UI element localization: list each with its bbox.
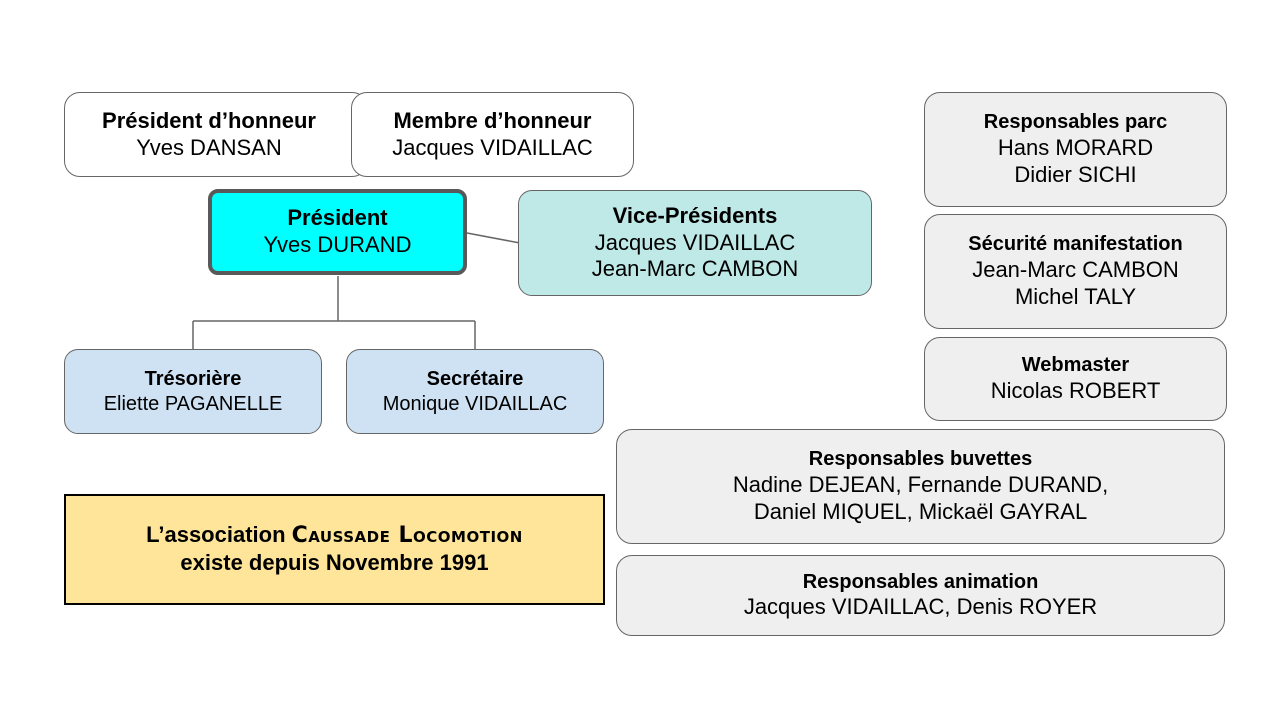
honorary-president-title: Président d’honneur	[102, 107, 316, 133]
bar-managers-line-2: Daniel MIQUEL, Mickaël GAYRAL	[753, 498, 1088, 524]
vice-president-name-2: Jean-Marc CAMBON	[591, 256, 799, 282]
treasurer-title: Trésorière	[144, 368, 242, 391]
webmaster-name: Nicolas ROBERT	[990, 377, 1161, 403]
president-name: Yves DURAND	[263, 232, 412, 257]
treasurer-box: Trésorière Eliette PAGANELLE	[64, 349, 322, 434]
park-manager-name-1: Hans MORARD	[997, 134, 1154, 160]
park-managers-title: Responsables parc	[983, 111, 1168, 134]
association-line-2: existe depuis Novembre 1991	[180, 550, 489, 575]
animation-managers-line: Jacques VIDAILLAC, Denis ROYER	[743, 594, 1098, 620]
webmaster-box: Webmaster Nicolas ROBERT	[924, 337, 1227, 421]
honorary-member-box: Membre d’honneur Jacques VIDAILLAC	[351, 92, 634, 177]
event-security-box: Sécurité manifestation Jean-Marc CAMBON …	[924, 214, 1227, 329]
bar-managers-title: Responsables buvettes	[808, 448, 1033, 471]
vice-presidents-box: Vice-Présidents Jacques VIDAILLAC Jean-M…	[518, 190, 872, 296]
animation-managers-title: Responsables animation	[802, 570, 1039, 593]
association-name: Caussade Locomotion	[291, 523, 523, 549]
event-security-name-2: Michel TALY	[1014, 283, 1137, 309]
honorary-president-box: Président d’honneur Yves DANSAN	[64, 92, 368, 177]
event-security-title: Sécurité manifestation	[968, 233, 1183, 256]
president-title: Président	[287, 205, 388, 231]
honorary-president-name: Yves DANSAN	[136, 134, 282, 160]
event-security-name-1: Jean-Marc CAMBON	[972, 256, 1179, 282]
secretary-title: Secrétaire	[426, 368, 524, 391]
connector-president-to-vice	[466, 232, 521, 244]
animation-managers-box: Responsables animation Jacques VIDAILLAC…	[616, 555, 1225, 636]
honorary-member-name: Jacques VIDAILLAC	[392, 134, 593, 160]
park-managers-box: Responsables parc Hans MORARD Didier SIC…	[924, 92, 1227, 207]
president-box: Président Yves DURAND	[208, 189, 467, 275]
park-manager-name-2: Didier SICHI	[1014, 161, 1137, 187]
vice-presidents-title: Vice-Présidents	[612, 202, 778, 228]
association-line-1: L’association Caussade Locomotion	[146, 522, 523, 550]
bar-managers-line-1: Nadine DEJEAN, Fernande DURAND,	[732, 471, 1109, 497]
webmaster-title: Webmaster	[1021, 354, 1130, 377]
secretary-box: Secrétaire Monique VIDAILLAC	[346, 349, 604, 434]
association-prefix: L’association	[146, 522, 292, 548]
treasurer-name: Eliette PAGANELLE	[103, 392, 283, 415]
secretary-name: Monique VIDAILLAC	[382, 392, 568, 415]
vice-president-name-1: Jacques VIDAILLAC	[594, 229, 796, 255]
bar-managers-box: Responsables buvettes Nadine DEJEAN, Fer…	[616, 429, 1225, 544]
association-note: L’association Caussade Locomotion existe…	[64, 494, 605, 605]
honorary-member-title: Membre d’honneur	[393, 107, 592, 133]
